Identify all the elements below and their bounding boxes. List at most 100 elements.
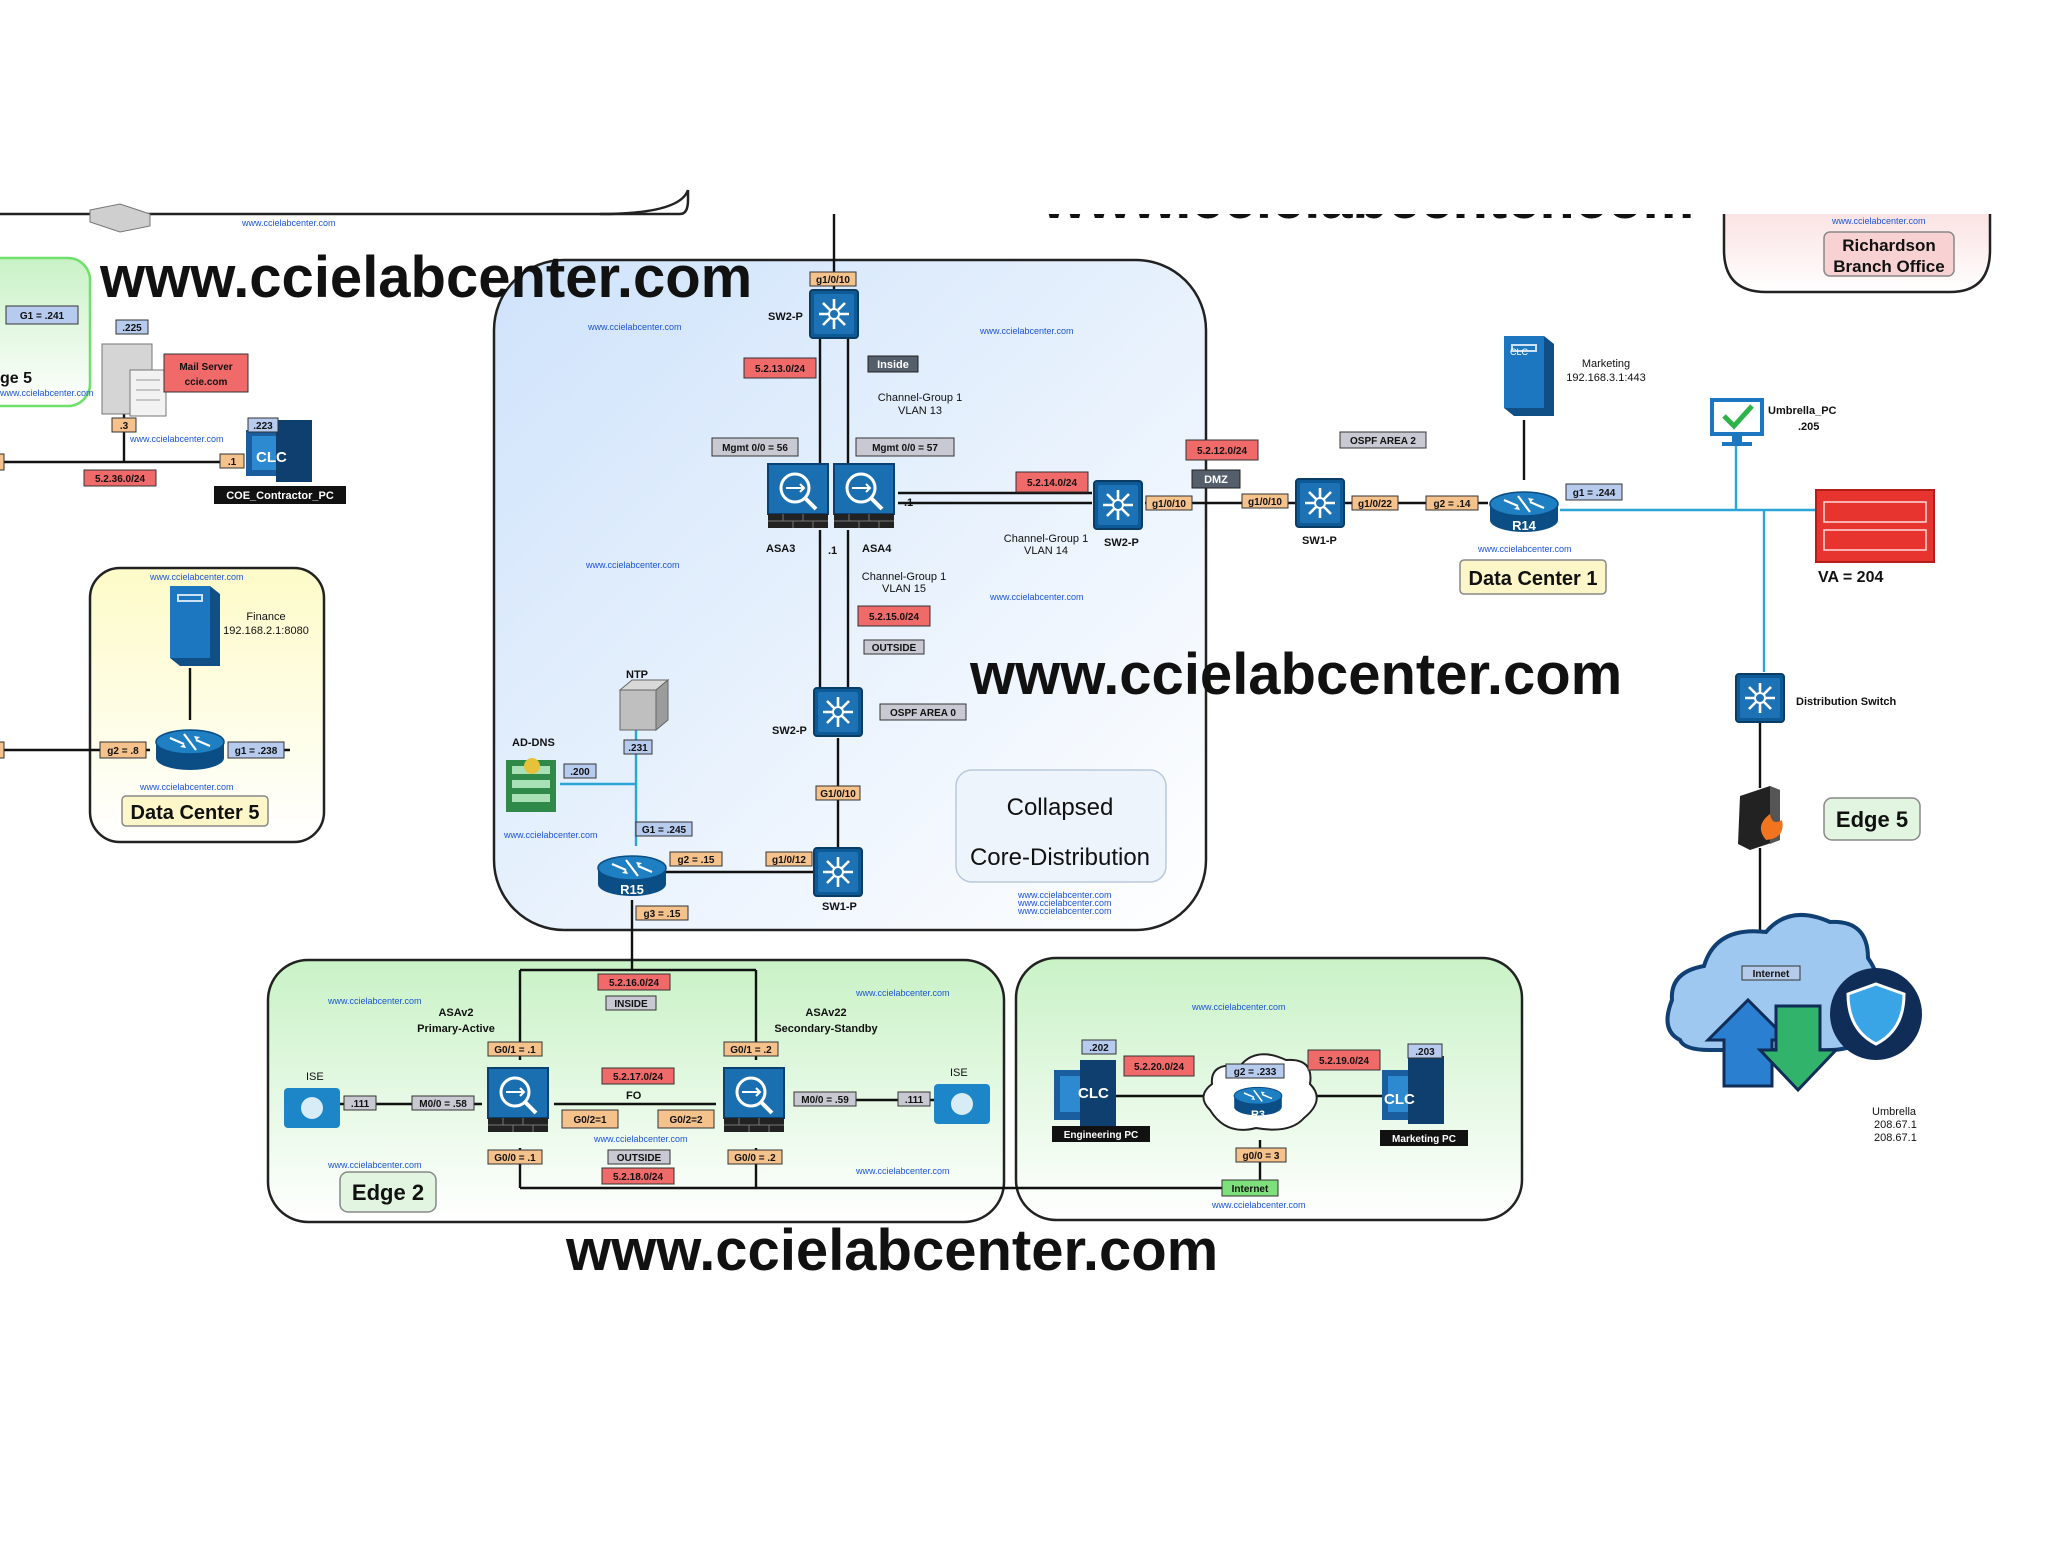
ntp-server-icon[interactable] [618,678,670,732]
asa4-label: ASA4 [862,543,892,555]
outside-bottom-label: OUTSIDE [617,1153,662,1164]
subnet-14: 5.2.14.0/24 [1027,478,1077,489]
sw2p-right-label: SW2-P [1104,537,1139,549]
umbrella-pc-icon[interactable] [1710,398,1764,446]
sw2p-top-switch-icon[interactable] [808,288,860,340]
if-g2-233: g2 = .233 [1234,1067,1277,1078]
ospf-area0-tag [879,703,967,721]
ad-dns-server-icon[interactable] [506,758,556,812]
mail-server-icon[interactable] [101,343,167,417]
datacenter5-label: Data Center 5 [131,802,260,824]
if-g0-0-1: G0/0 = .1 [494,1153,536,1164]
cg-vlan13-sub: VLAN 13 [898,405,942,417]
watermark-small: www.ccielabcenter.com [1831,216,1926,226]
watermark-small: www.ccielabcenter.com [1017,890,1112,900]
sw2p-right-switch-icon[interactable] [1092,479,1144,531]
edge2-panel [266,958,1006,1224]
r3-label: R3 [1251,1109,1265,1121]
datacenter5-label-box [121,795,269,827]
stub-left-2 [0,741,5,759]
if-dot1-a: .1 [904,497,913,509]
marketing-pc-label-box [1380,1130,1468,1146]
asav22-firewall-icon[interactable] [722,1066,786,1134]
collapsed-label-box [955,769,1167,883]
richardson-label-box [1823,231,1955,277]
edge5-label-box [1823,797,1921,841]
marketing-pc-label: Marketing PC [1392,1134,1456,1145]
ise-right-icon[interactable] [934,1084,990,1124]
coe-pc-clc: CLC [256,449,287,466]
watermark-small-group: www.ccielabcenter.com www.ccielabcenter.… [0,216,1926,1210]
watermark-small: www.ccielabcenter.com [587,322,682,332]
edge2-label: Edge 2 [352,1180,424,1205]
mail-server-domain: ccie.com [185,377,228,388]
marketing-server-address: 192.168.3.1:443 [1566,372,1646,384]
edge5-firewall-icon[interactable] [1738,786,1783,850]
cg-vlan15-sub: VLAN 15 [882,583,926,595]
engineering-pc-icon[interactable] [1054,1060,1116,1126]
sw1p-right-switch-icon[interactable] [1294,477,1346,529]
asa3-firewall-icon[interactable] [766,462,830,530]
sw1p-bottom-switch-icon[interactable] [812,846,864,898]
watermark-small: www.ccielabcenter.com [0,388,94,398]
watermark-small: www.ccielabcenter.com [503,830,598,840]
sw2p-mid-label: SW2-P [772,725,807,737]
marketing-server-label: Marketing [1582,358,1630,370]
watermark-small: www.ccielabcenter.com [327,1160,422,1170]
subnet-17: 5.2.17.0/24 [613,1072,663,1083]
stub-left-1 [0,453,5,471]
umbrella-address-2: 208.67.1 [1874,1132,1917,1144]
coe-contractor-pc-icon[interactable] [246,420,312,482]
subnet-20: 5.2.20.0/24 [1134,1062,1184,1073]
umbrella-pc-label: Umbrella_PC [1768,405,1837,417]
sw1p-right-label: SW1-P [1302,535,1337,547]
sw2p-mid-switch-icon[interactable] [812,686,864,738]
if-g0-0-3: g0/0 = 3 [1243,1151,1280,1162]
asa3-label: ASA3 [766,543,795,555]
sw1p-bottom-label: SW1-P [822,901,857,913]
subnet-36: 5.2.36.0/24 [95,474,145,485]
if-mgmt-57: Mgmt 0/0 = 57 [872,443,938,454]
edge2-label-box [339,1171,437,1213]
datacenter5-router-icon[interactable] [154,728,226,772]
watermark-small: www.ccielabcenter.com [139,782,234,792]
ad-dns-label: AD-DNS [512,737,555,749]
finance-label: Finance [246,611,285,623]
collapsed-core-panel [492,258,1208,932]
watermark-small: www.ccielabcenter.com [585,560,680,570]
if-g0-1-1: G0/1 = .1 [494,1045,536,1056]
watermark-small: www.ccielabcenter.com [593,1134,688,1144]
if-dot111-a: .111 [351,1099,370,1110]
watermark-small: www.ccielabcenter.com [855,1166,950,1176]
marketing-pc-icon[interactable] [1382,1056,1444,1124]
if-dot111-b: .111 [905,1095,924,1106]
ise-left-label: ISE [306,1071,324,1083]
inside-bottom-tag [605,995,657,1011]
ise-left-icon[interactable] [284,1088,340,1128]
subnet-13: 5.2.13.0/24 [755,364,805,375]
coe-pc-label-box [214,486,346,504]
cg-vlan14-sub: VLAN 14 [1024,545,1068,557]
inside-top-label: Inside [877,359,909,371]
umbrella-pc-address: .205 [1798,421,1819,433]
distribution-switch-icon[interactable] [1734,672,1786,724]
subnet-tags: 5.2.13.0/24 5.2.14.0/24 5.2.15.0/24 5.2.… [83,357,1381,1185]
subnet-12: 5.2.12.0/24 [1197,446,1247,457]
datacenter1-label-box [1459,559,1607,595]
edge5-label: Edge 5 [1836,807,1908,832]
finance-server-icon[interactable] [170,586,220,666]
interface-tags: g1/0/10 Mgmt 0/0 = 56 Mgmt 0/0 = 57 .1 .… [5,271,1623,1165]
asav2-firewall-icon[interactable] [486,1066,550,1134]
va-appliance-icon[interactable] [1815,489,1935,563]
watermark-small: www.ccielabcenter.com [1211,1200,1306,1210]
partial-device-icon [89,203,151,233]
if-G1-245: G1 = .245 [642,825,687,836]
asav2-label: ASAv2 [438,1007,473,1019]
ospf-area2-tag [1339,431,1427,449]
asa4-firewall-icon[interactable] [832,462,896,530]
if-g1-0-10-sw2: g1/0/10 [1152,499,1186,510]
asav2-role-label: Primary-Active [417,1023,495,1035]
finance-address: 192.168.2.1:8080 [223,625,309,637]
if-g0-1-2: G0/1 = .2 [730,1045,772,1056]
